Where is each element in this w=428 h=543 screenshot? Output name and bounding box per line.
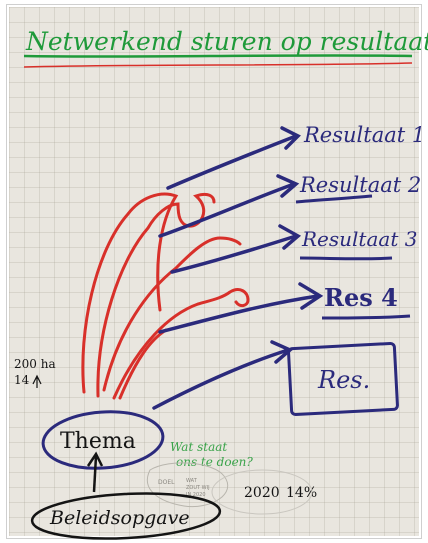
photo-frame [6, 4, 422, 539]
result-3-label: Resultaat 3 [301, 227, 417, 251]
arrow-2-head [276, 174, 300, 198]
question-line-2: ons te doen? [176, 455, 253, 469]
up-arrow-icon [32, 374, 42, 388]
policy-label: Beleidsopgave [49, 507, 190, 529]
arrow-3-head [278, 224, 302, 250]
result-2-underline [295, 194, 373, 204]
result-1-label: Resultaat 1 [303, 123, 425, 147]
goal-line-2: WAT [186, 478, 198, 484]
arrow-1 [166, 134, 298, 190]
theme-ellipse [41, 410, 165, 470]
policy-ellipse [30, 492, 222, 540]
goal-line-4: IN 2020 [186, 492, 206, 498]
left-note-area: 200 ha [14, 357, 56, 371]
theme-label: Thema [60, 429, 136, 454]
title-underline-green [23, 54, 413, 58]
flipchart-paper [9, 7, 419, 536]
arrow-5 [152, 348, 290, 410]
page-title: Netwerkend sturen op resultaat [25, 27, 428, 56]
goal-line-1: DOEL [158, 479, 175, 486]
arrow-4-head [298, 282, 324, 310]
arrow-4 [158, 294, 320, 334]
goal-line-3: ZOUT WIJ [186, 485, 210, 491]
arrow-1-head [280, 126, 301, 150]
title-underline-red [23, 62, 413, 68]
year-note: 2020 [244, 485, 280, 501]
result-5-label: Res. [317, 366, 370, 394]
goal-cloud [146, 462, 229, 508]
policy-to-theme-arrow-head [86, 451, 104, 467]
result-2-label: Resultaat 2 [299, 173, 421, 197]
arrow-3 [170, 234, 298, 274]
result-arrows [152, 126, 324, 410]
question-line-1: Wat staat [170, 440, 227, 454]
year-value: 14% [286, 485, 317, 501]
result-5-box [287, 341, 399, 417]
policy-to-theme-arrow [92, 455, 98, 493]
red-strokes [81, 192, 250, 400]
result-4-label: Res 4 [324, 283, 398, 312]
year-cloud [211, 469, 313, 515]
left-note-count: 14 [14, 373, 30, 387]
result-4-underline [321, 314, 411, 320]
result-3-underline [299, 256, 393, 261]
arrow-2 [158, 182, 296, 238]
